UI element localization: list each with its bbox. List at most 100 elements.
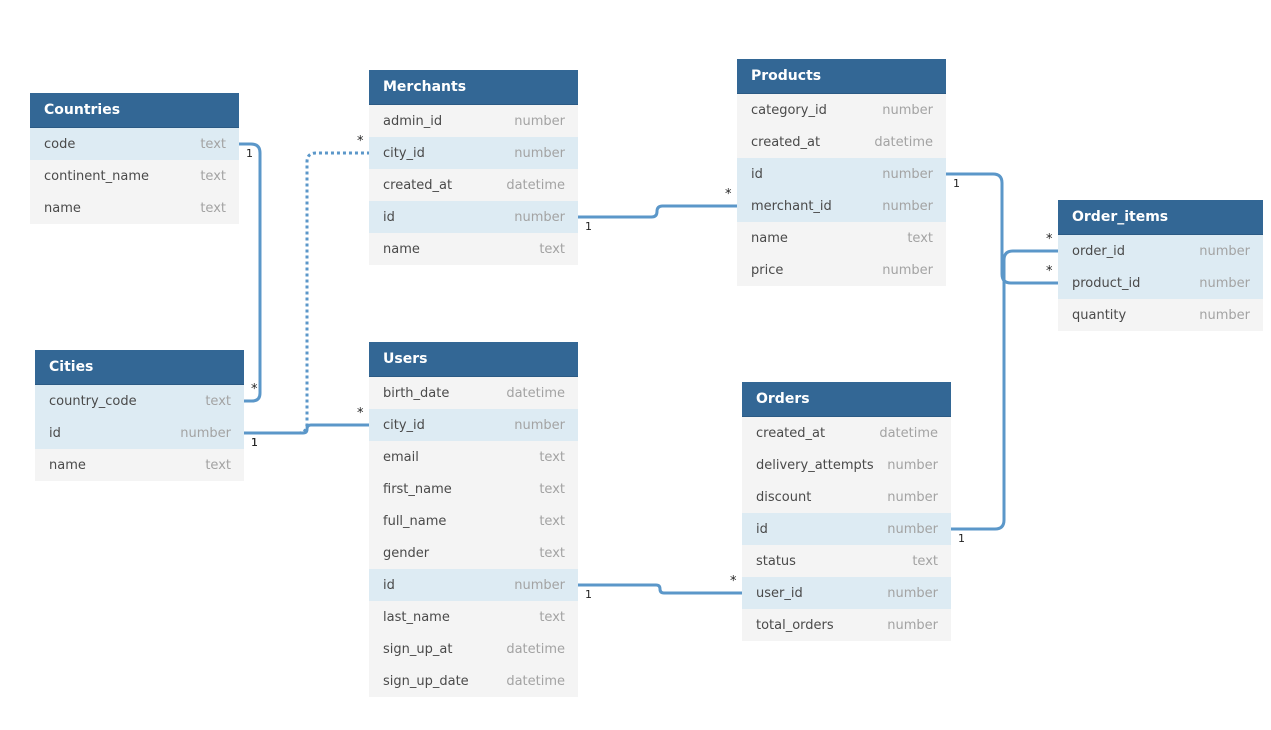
- column-type: text: [539, 481, 565, 497]
- column-name: admin_id: [383, 113, 443, 129]
- connector-cities-merchants[interactable]: [244, 151, 369, 435]
- column-type: text: [205, 457, 231, 473]
- table-products[interactable]: Products category_id number created_at datet…: [737, 59, 946, 286]
- cardinality-one-label: 1: [251, 436, 258, 449]
- column-name: gender: [383, 545, 430, 561]
- column-name: sign_up_date: [383, 673, 469, 689]
- connector-users-orders[interactable]: [578, 583, 742, 595]
- column-name: category_id: [751, 102, 827, 118]
- column-name: order_id: [1072, 243, 1126, 259]
- column-name: id: [751, 166, 763, 182]
- column-name: total_orders: [756, 617, 834, 633]
- column-name: product_id: [1072, 275, 1141, 291]
- column-type: number: [1199, 307, 1250, 323]
- cardinality-one-label: 1: [246, 147, 253, 160]
- table-title[interactable]: Orders: [742, 382, 951, 417]
- column-type: number: [882, 102, 933, 118]
- column-row[interactable]: total_orders number: [742, 609, 951, 641]
- column-name: id: [756, 521, 768, 537]
- column-name: created_at: [751, 134, 821, 150]
- table-title[interactable]: Countries: [30, 93, 239, 128]
- column-type: text: [200, 168, 226, 184]
- column-row[interactable]: user_id number: [742, 577, 951, 609]
- column-name: name: [383, 241, 420, 257]
- cardinality-many-label: *: [1046, 264, 1053, 279]
- column-row[interactable]: discount number: [742, 481, 951, 513]
- column-row[interactable]: category_id number: [737, 94, 946, 126]
- column-row[interactable]: code text: [30, 128, 239, 160]
- column-type: number: [514, 145, 565, 161]
- table-title[interactable]: Order_items: [1058, 200, 1263, 235]
- column-type: number: [887, 585, 938, 601]
- column-type: text: [200, 136, 226, 152]
- column-row[interactable]: created_at datetime: [737, 126, 946, 158]
- cardinality-one-label: 1: [958, 532, 965, 545]
- table-title[interactable]: Merchants: [369, 70, 578, 105]
- column-type: text: [539, 513, 565, 529]
- column-type: text: [539, 545, 565, 561]
- column-name: code: [44, 136, 76, 152]
- connector-cities-users[interactable]: [244, 423, 369, 435]
- connector-merchants-products[interactable]: [578, 204, 737, 219]
- column-row[interactable]: name text: [369, 233, 578, 265]
- column-type: number: [514, 113, 565, 129]
- cardinality-one-label: 1: [585, 220, 592, 233]
- column-type: text: [539, 241, 565, 257]
- column-type: number: [887, 489, 938, 505]
- column-type: datetime: [874, 134, 933, 150]
- column-name: user_id: [756, 585, 803, 601]
- connector-products-order-items[interactable]: [946, 172, 1058, 285]
- table-title[interactable]: Users: [369, 342, 578, 377]
- column-type: datetime: [506, 641, 565, 657]
- column-name: city_id: [383, 417, 425, 433]
- table-title[interactable]: Cities: [35, 350, 244, 385]
- column-row[interactable]: full_name text: [369, 505, 578, 537]
- column-name: id: [383, 577, 395, 593]
- column-type: number: [887, 617, 938, 633]
- table-title[interactable]: Products: [737, 59, 946, 94]
- column-name: full_name: [383, 513, 447, 529]
- column-name: delivery_attempts: [756, 457, 874, 473]
- column-row[interactable]: admin_id number: [369, 105, 578, 137]
- column-row[interactable]: sign_up_date datetime: [369, 665, 578, 697]
- column-name: price: [751, 262, 784, 278]
- column-row[interactable]: gender text: [369, 537, 578, 569]
- column-type: number: [887, 521, 938, 537]
- column-type: datetime: [506, 673, 565, 689]
- connector-orders-order-items[interactable]: [951, 249, 1058, 531]
- column-name: discount: [756, 489, 812, 505]
- column-row[interactable]: id number: [742, 513, 951, 545]
- cardinality-one-label: 1: [585, 588, 592, 601]
